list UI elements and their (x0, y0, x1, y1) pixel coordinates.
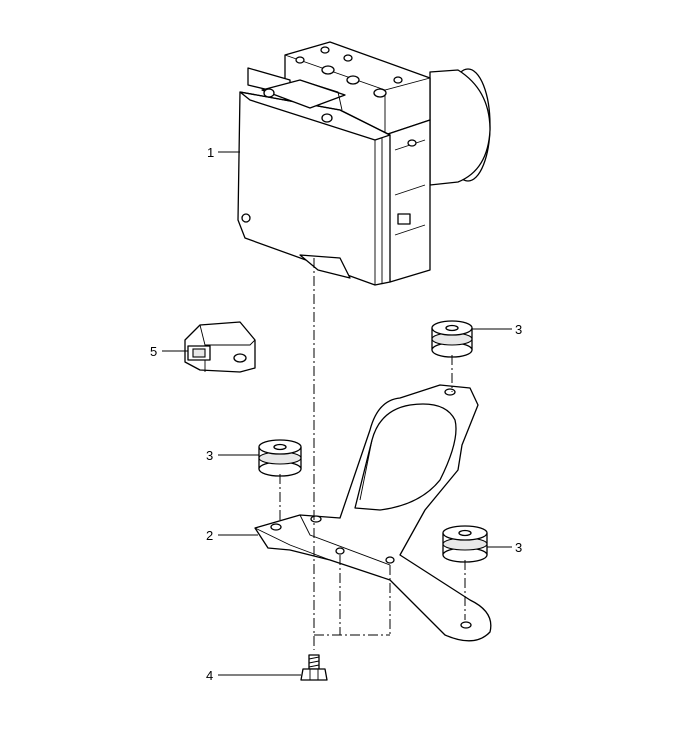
callout-1: 1 (207, 145, 214, 160)
part-3-grommet-right (442, 525, 488, 563)
callout-3-top: 3 (515, 322, 522, 337)
callout-4: 4 (206, 668, 213, 683)
callout-2: 2 (206, 528, 213, 543)
leader-lines (162, 151, 512, 676)
assembly-lines (279, 258, 466, 650)
part-5-sensor (184, 321, 256, 373)
part-2-bracket (254, 384, 492, 642)
callout-3-left: 3 (206, 448, 213, 463)
callout-3-right: 3 (515, 540, 522, 555)
part-3-grommet-left (258, 439, 302, 477)
part-4-bolt (300, 654, 328, 681)
part-3-grommet-top (431, 320, 473, 358)
callout-5: 5 (150, 344, 157, 359)
part-1-control-unit (237, 41, 491, 286)
